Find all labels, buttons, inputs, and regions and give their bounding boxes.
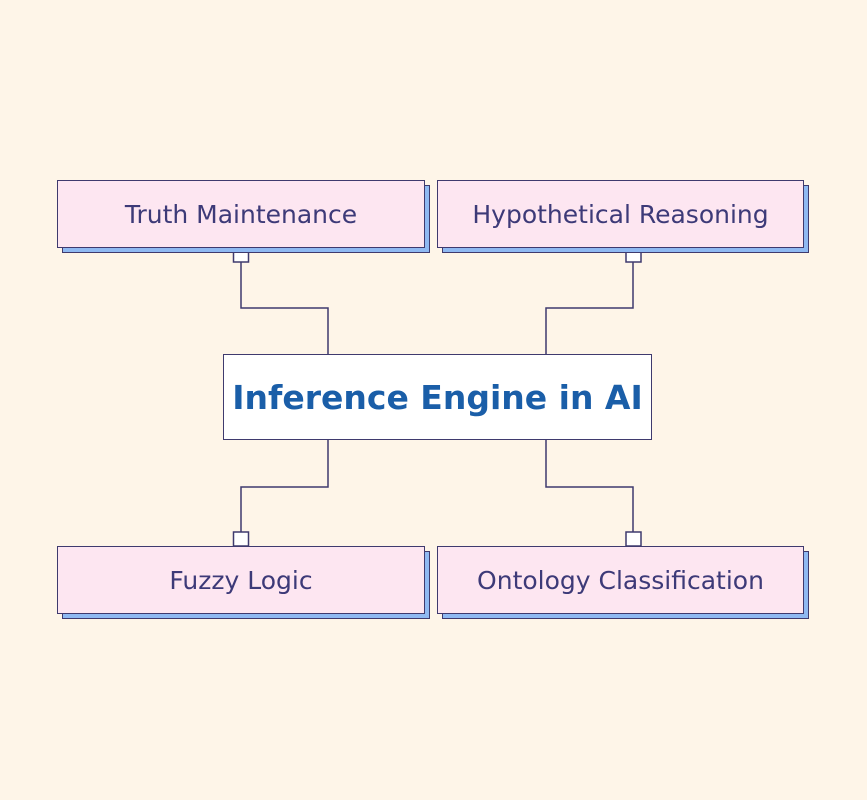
connector-fuzzy-logic (240, 440, 329, 532)
diagram-title: Inference Engine in AI (232, 377, 643, 417)
node-label: Hypothetical Reasoning (472, 199, 769, 229)
node-label: Truth Maintenance (124, 199, 358, 229)
node-fuzzy-logic: Fuzzy Logic (57, 546, 425, 614)
port-fuzzy-logic (232, 531, 250, 547)
port-hypothetical-reasoning (625, 247, 642, 263)
port-ontology-classification (625, 531, 642, 547)
node-label: Ontology Classification (477, 565, 764, 595)
port-truth-maintenance (232, 247, 250, 263)
node-ontology-classification: Ontology Classification (437, 546, 804, 614)
connector-truth-maintenance (240, 262, 329, 355)
connector-hypothetical-reasoning (545, 262, 634, 355)
node-hypothetical-reasoning: Hypothetical Reasoning (437, 180, 804, 248)
connector-ontology-classification (545, 440, 634, 532)
node-label: Fuzzy Logic (169, 565, 313, 595)
node-truth-maintenance: Truth Maintenance (57, 180, 425, 248)
central-title-box: Inference Engine in AI (223, 354, 652, 440)
